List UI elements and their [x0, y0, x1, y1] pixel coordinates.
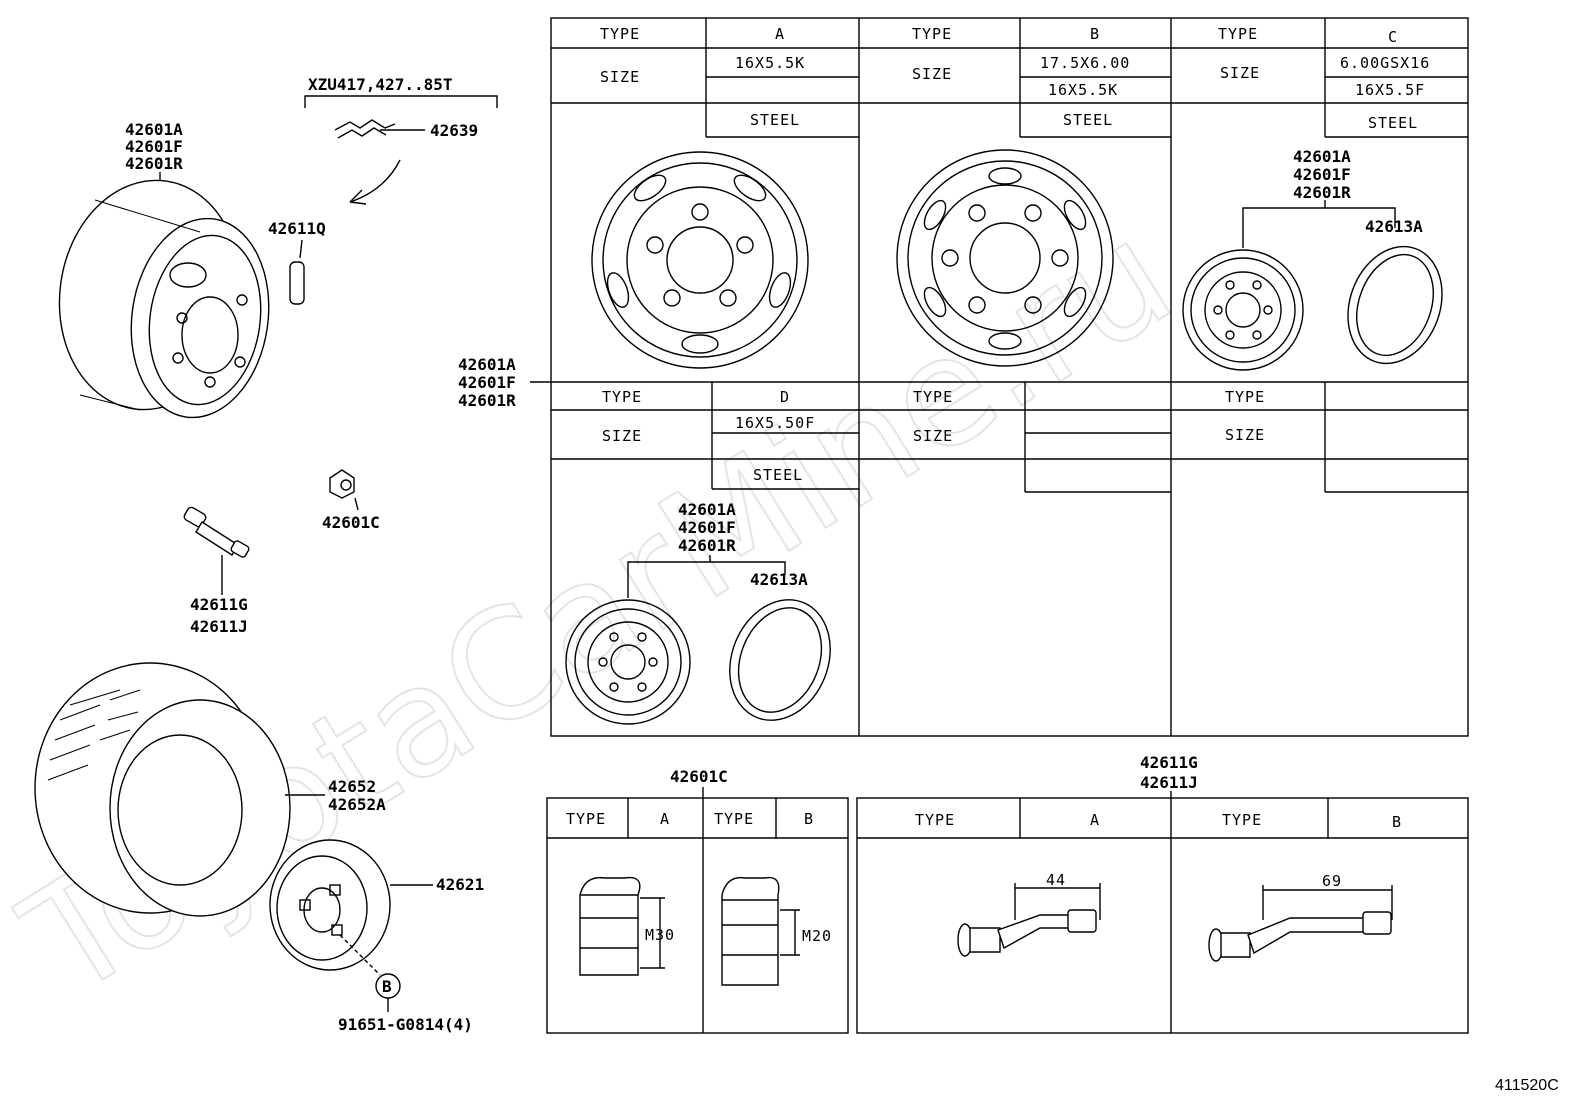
hub-cap-part: 42621 B 91651-G0814(4): [269, 839, 484, 1034]
applicability-label: XZU417,427..85T: [308, 75, 453, 94]
wheel-c-label-2: 42601F: [1293, 165, 1351, 184]
wheel-b-drawing: [896, 149, 1114, 367]
ring-c-label: 42613A: [1365, 217, 1423, 236]
wheel-type-label-f: TYPE: [1225, 388, 1265, 406]
wheel-mid-label-3: 42601R: [458, 391, 516, 410]
wheel-type-label-e: TYPE: [913, 388, 953, 406]
wheel-size-label-d: SIZE: [602, 427, 642, 445]
wheel-size-c-1: 6.00GSX16: [1340, 54, 1430, 72]
wheel-material-c: STEEL: [1368, 114, 1418, 132]
valve-table-title-1: 42611G: [1140, 753, 1198, 772]
wheel-mid-label-1: 42601A: [458, 355, 516, 374]
nut-label: 42601C: [322, 513, 380, 532]
wheel-type-b: B: [1090, 25, 1100, 43]
wheel-type-d: D: [780, 388, 790, 406]
nut-table: 42601C TYPE A TYPE B M30 M20: [546, 767, 849, 1034]
wheel-d-label-1: 42601A: [678, 500, 736, 519]
wheel-type-c: C: [1388, 28, 1398, 46]
wheel-d-drawing: 42601A 42601F 42601R 42613A: [565, 500, 831, 725]
nut-type-label-b: TYPE: [714, 810, 754, 828]
applicability-bracket: XZU417,427..85T: [304, 75, 498, 108]
wheel-left-label-2: 42601F: [125, 137, 183, 156]
wheel-left-drawing: [58, 179, 270, 419]
valve-cap-part: 42611Q: [268, 219, 326, 305]
wheel-size-label-e: SIZE: [913, 427, 953, 445]
wheel-left-label-1: 42601A: [125, 120, 183, 139]
wheel-material-b: STEEL: [1063, 111, 1113, 129]
hub-cap-label: 42621: [436, 875, 484, 894]
valve-stem-label-2: 42611J: [190, 617, 248, 636]
wheel-left-label: 42601A 42601F 42601R: [125, 120, 183, 205]
tire-label-1: 42652: [328, 777, 376, 796]
wheel-size-label-c: SIZE: [1220, 64, 1260, 82]
valve-table: 42611G 42611J TYPE A TYPE B 44 69: [856, 753, 1469, 1034]
diagram-id: 411520C: [1495, 1077, 1559, 1094]
nut-type-b: B: [804, 810, 814, 828]
valve-cap-label: 42611Q: [268, 219, 326, 238]
wheel-mid-label-2: 42601F: [458, 373, 516, 392]
wheel-type-label-a: TYPE: [600, 25, 640, 43]
nut-table-title: 42601C: [670, 767, 728, 786]
wheel-type-label-d: TYPE: [602, 388, 642, 406]
wheel-c-label-1: 42601A: [1293, 147, 1351, 166]
ring-d-label: 42613A: [750, 570, 808, 589]
bolt-label: 91651-G0814(4): [338, 1015, 473, 1034]
bolt-ref-label: B: [382, 977, 392, 996]
wheel-size-label-f: SIZE: [1225, 426, 1265, 444]
valve-type-label-b: TYPE: [1222, 811, 1262, 829]
wheel-size-label-b: SIZE: [912, 65, 952, 83]
wheel-material-d: STEEL: [753, 466, 803, 484]
wheel-c-drawing: 42601A 42601F 42601R 42613A: [1182, 147, 1443, 371]
wheel-c-label-3: 42601R: [1293, 183, 1351, 202]
nut-part: 42601C: [322, 469, 380, 532]
tire-label-2: 42652A: [328, 795, 386, 814]
clip-part: 42639: [334, 119, 478, 205]
valve-table-title-2: 42611J: [1140, 773, 1198, 792]
valve-stem-label-1: 42611G: [190, 595, 248, 614]
wheel-size-b-1: 17.5X6.00: [1040, 54, 1130, 72]
wheel-type-label-b: TYPE: [912, 25, 952, 43]
valve-dim-a: 44: [1046, 871, 1066, 889]
clip-label: 42639: [430, 121, 478, 140]
wheel-size-label-a: SIZE: [600, 68, 640, 86]
wheel-a-drawing: [591, 151, 809, 369]
tire-part: 42652 42652A: [34, 662, 386, 917]
nut-type-label-a: TYPE: [566, 810, 606, 828]
nut-dim-a: M30: [645, 926, 675, 944]
valve-type-a: A: [1090, 811, 1100, 829]
valve-type-label-a: TYPE: [915, 811, 955, 829]
valve-type-b: B: [1392, 813, 1402, 831]
wheel-mid-callout: 42601A 42601F 42601R: [458, 355, 551, 410]
wheel-type-a: A: [775, 25, 785, 43]
wheel-material-a: STEEL: [750, 111, 800, 129]
valve-stem-part: 42611G 42611J: [183, 506, 250, 636]
nut-type-a: A: [660, 810, 670, 828]
nut-dim-b: M20: [802, 927, 832, 945]
wheel-size-d-1: 16X5.50F: [735, 414, 815, 432]
wheel-d-label-3: 42601R: [678, 536, 736, 555]
wheel-size-c-2: 16X5.5F: [1355, 81, 1425, 99]
wheel-size-b-2: 16X5.5K: [1048, 81, 1118, 99]
valve-dim-b: 69: [1322, 872, 1342, 890]
wheel-size-a-1: 16X5.5K: [735, 54, 805, 72]
wheel-type-label-c: TYPE: [1218, 25, 1258, 43]
wheel-left-label-3: 42601R: [125, 154, 183, 173]
wheel-table: TYPE SIZE A 16X5.5K STEEL TYPE SIZE B 17…: [550, 17, 1469, 737]
wheel-d-label-2: 42601F: [678, 518, 736, 537]
